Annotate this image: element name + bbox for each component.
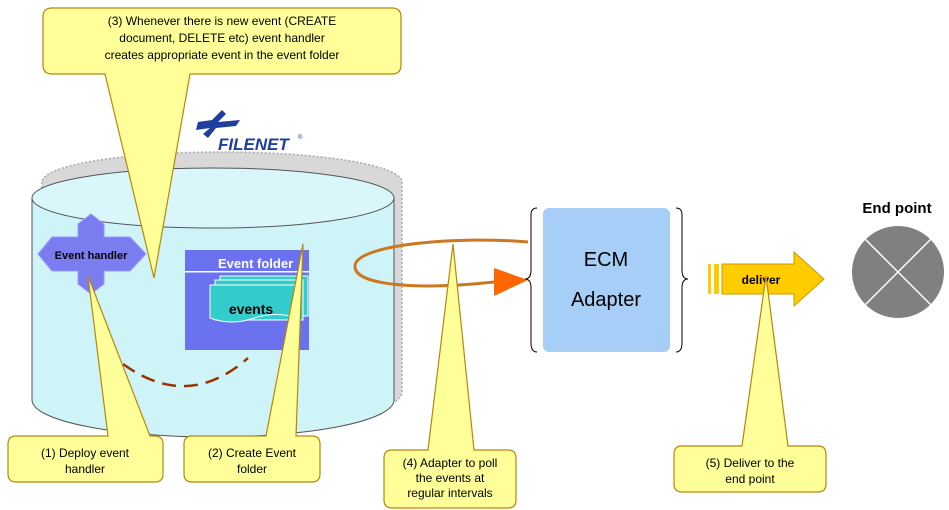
logo-text: FILENET <box>218 135 290 154</box>
logo-swoosh-icon <box>196 110 240 138</box>
adapter-brace-left-icon <box>524 207 538 353</box>
deliver-stripe-1 <box>708 264 711 294</box>
endpoint-cross-line-2 <box>864 238 932 306</box>
deliver-arrow: deliver <box>708 250 825 308</box>
deliver-label: deliver <box>742 273 781 287</box>
callout-top-line-1: (3) Whenever there is new event (CREATE <box>108 14 337 28</box>
endpoint-title: End point <box>862 200 931 217</box>
callout-deliver-line-1: (5) Deliver to the <box>706 456 795 470</box>
callout-deploy-shape <box>7 275 164 483</box>
deliver-stripe-2 <box>714 264 719 294</box>
callout-poll-line-3: regular intervals <box>407 486 492 500</box>
deliver-arrow-shape <box>721 250 825 308</box>
adapter-box[interactable] <box>543 208 670 352</box>
callout-deliver-shape <box>673 275 827 493</box>
callout-poll-shape <box>383 243 517 509</box>
endpoint[interactable]: End point <box>852 200 944 318</box>
callout-create-shape <box>183 243 321 483</box>
folder-divider <box>185 271 309 273</box>
ecm-adapter[interactable]: ECM Adapter <box>524 207 689 353</box>
callout-top: (3) Whenever there is new event (CREATE … <box>42 7 402 279</box>
cylinder-top <box>31 167 395 229</box>
callout-create: (2) Create Event folder <box>183 243 321 483</box>
events-label: events <box>229 301 274 317</box>
event-folder-title: Event folder <box>218 256 293 271</box>
callout-top-line-2: document, DELETE etc) event handler <box>119 31 324 45</box>
callout-poll-line-1: (4) Adapter to poll <box>403 456 498 470</box>
callout-top-shape <box>42 7 402 279</box>
adapter-label-line2: Adapter <box>571 289 641 311</box>
adapter-brace-right-icon <box>675 207 689 353</box>
callout-create-line-2: folder <box>237 462 267 476</box>
handler-to-folder-connector <box>105 349 249 388</box>
callout-deliver: (5) Deliver to the end point <box>673 275 827 493</box>
filenet-logo: FILENET ® <box>196 110 303 154</box>
polling-loop <box>353 238 529 296</box>
callout-deploy-line-1: (1) Deploy event <box>41 446 130 460</box>
event-folder: Event folder events <box>185 250 309 350</box>
adapter-label-line1: ECM <box>584 249 628 271</box>
callout-poll: (4) Adapter to poll the events at regula… <box>383 243 517 509</box>
callout-poll-line-2: the events at <box>416 471 485 485</box>
callout-deliver-line-2: end point <box>725 472 775 486</box>
callout-deploy: (1) Deploy event handler <box>7 275 164 483</box>
callout-deploy-line-2: handler <box>65 462 105 476</box>
callout-top-line-3: creates appropriate event in the event f… <box>105 48 340 62</box>
event-handler-label: Event handler <box>55 250 128 262</box>
callout-create-line-1: (2) Create Event <box>208 446 297 460</box>
poll-arrow-head <box>494 268 528 296</box>
logo-registered-mark: ® <box>298 134 303 141</box>
poll-loop-line <box>353 238 529 288</box>
